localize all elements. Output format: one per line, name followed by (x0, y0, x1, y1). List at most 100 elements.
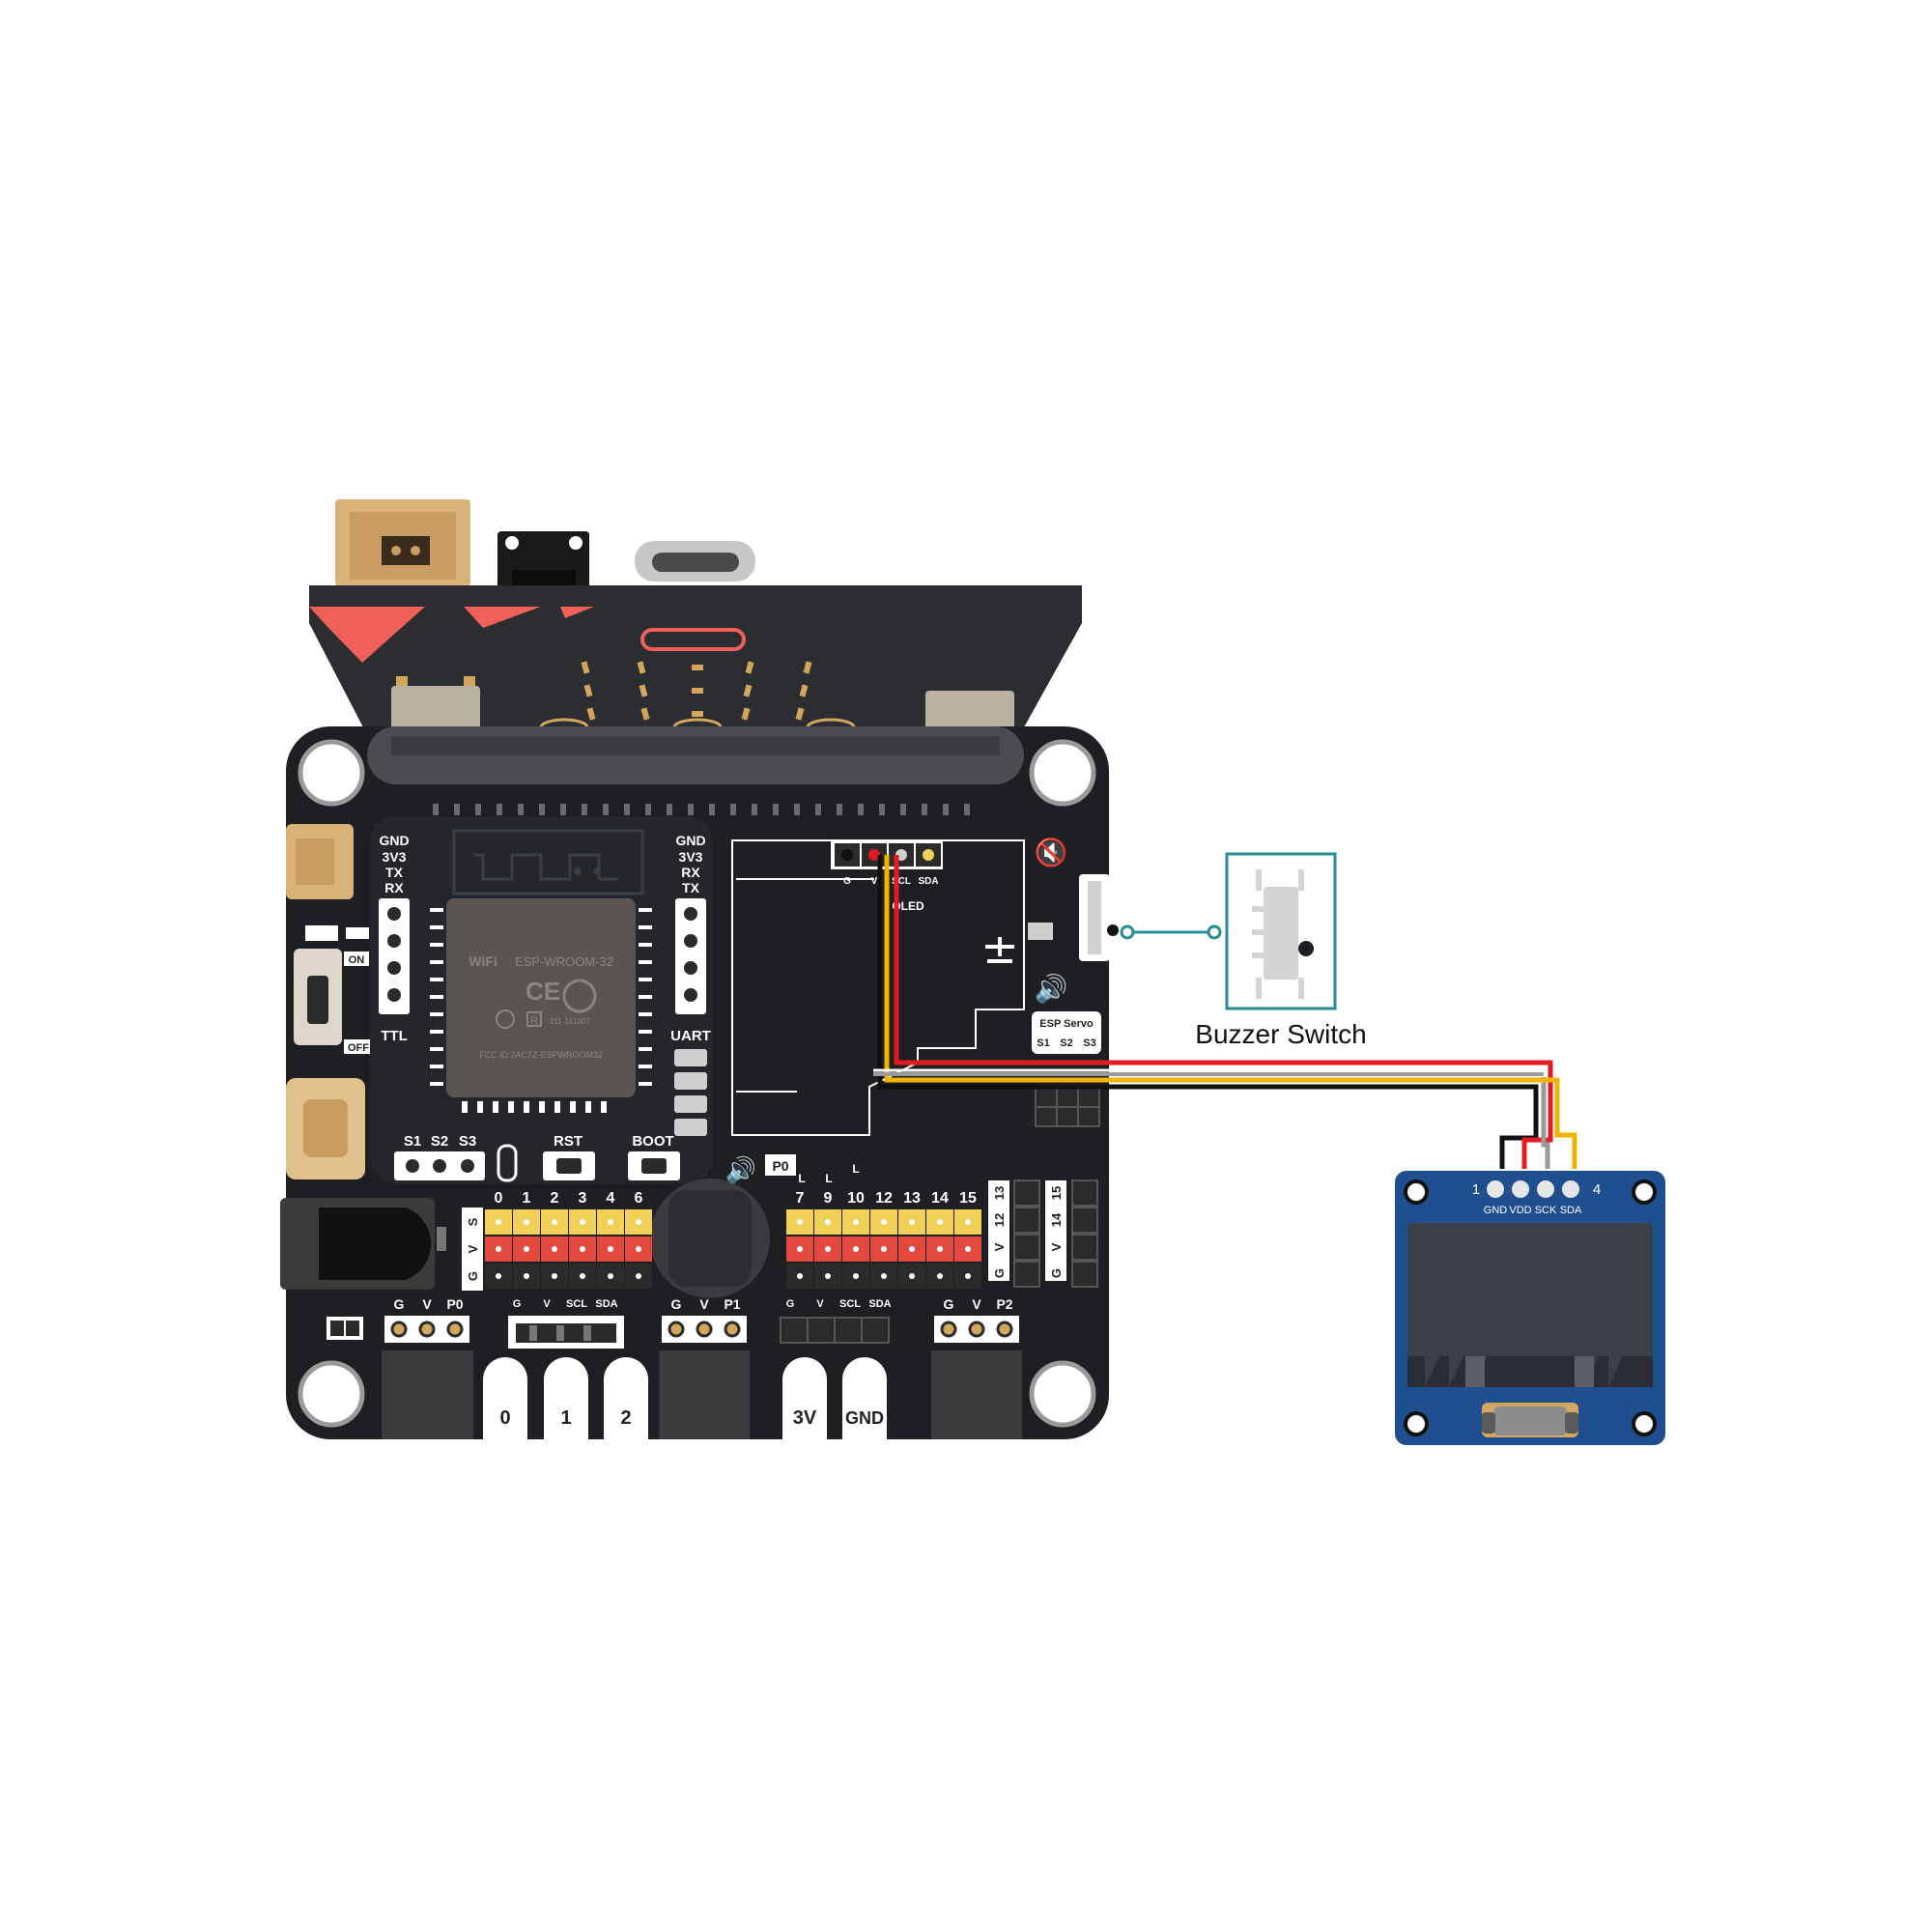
led-mark-2: L (825, 1172, 832, 1185)
wire-harness (873, 855, 1577, 1169)
module-sound-logo (562, 979, 597, 1013)
gpio-left-3: 3 (579, 1190, 587, 1207)
rst-label: RST (554, 1133, 582, 1150)
module-ce-mark: CE (526, 977, 560, 1006)
oled-pin-vdd: VDD (1509, 1205, 1531, 1216)
servo-label-s1: S1 (404, 1133, 421, 1150)
gpio-left-6: 6 (635, 1190, 643, 1207)
callout-switch-icon (1252, 869, 1314, 999)
edge-pad-1[interactable] (544, 1357, 588, 1439)
side-col-13: 13 (992, 1186, 1007, 1200)
small-switch-top[interactable] (305, 925, 338, 941)
gpio-right-9: 9 (824, 1190, 833, 1207)
extra-header-right (1035, 1087, 1100, 1127)
speaker-icon: 🔊 (1035, 972, 1068, 1005)
esp-wroom-32-module (446, 898, 636, 1097)
edge-label-3v: 3V (793, 1407, 817, 1429)
uart-header (675, 898, 706, 1014)
edge-label-1: 1 (560, 1407, 571, 1429)
mute-icon: 🔇 (1035, 837, 1068, 868)
edge-pads: 0 1 2 3V GND (483, 1357, 887, 1439)
microbit-top-connectors (335, 499, 755, 589)
port-i2c-a-g: G (513, 1298, 522, 1310)
module-r-code: 211-161007 (550, 1017, 591, 1026)
ttl-pin-tx: TX (385, 865, 404, 880)
port-i2c-b-scl: SCL (839, 1298, 861, 1310)
oled-module: 1 4 GND VDD SCK SDA (1395, 1171, 1665, 1445)
esp-servo-s2: S2 (1060, 1037, 1072, 1049)
gpio-right-7: 7 (796, 1190, 805, 1207)
ttl-pin-rx: RX (384, 880, 404, 895)
buzzer-switch-callout: Buzzer Switch (1120, 852, 1367, 1049)
port-p0-g: G (394, 1296, 405, 1312)
gvs-left-g: G (466, 1271, 480, 1281)
gpio-right-13: 13 (903, 1190, 921, 1207)
uart-pin-rx: RX (681, 865, 700, 880)
ttl-pin-gnd: GND (379, 833, 409, 848)
power-off-label: OFF (348, 1042, 369, 1054)
led-matrix (581, 661, 812, 721)
esp-servo-badge (1032, 1011, 1101, 1054)
i2c-top-pin-scl: SCL (892, 876, 911, 887)
oled-hole-bl (1404, 1411, 1429, 1436)
port-i2c-b: G V SCL SDA (780, 1298, 892, 1344)
port-p2-v: V (972, 1296, 981, 1312)
side-col-v-a: V (992, 1242, 1007, 1251)
gpio-right-15: 15 (959, 1190, 977, 1207)
module-wifi-label: WiFi (469, 953, 497, 969)
edge-pad-0[interactable] (483, 1357, 527, 1439)
oled-hole-br (1632, 1411, 1657, 1436)
port-p2-g: G (944, 1296, 954, 1312)
buzzer-p0-label: P0 (772, 1158, 788, 1174)
ttl-header (379, 898, 410, 1014)
edge-pad-3v[interactable] (782, 1357, 827, 1439)
ttl-label: TTL (381, 1028, 408, 1044)
i2c-top-pin-sda: SDA (918, 876, 938, 887)
port-p2: G V P2 (931, 1296, 1022, 1439)
oled-hole-tr (1632, 1179, 1657, 1205)
gpio-header-right: 7 9 10 12 13 14 15 (786, 1190, 981, 1289)
port-p1-g: G (671, 1296, 682, 1312)
edge-pad-gnd[interactable] (842, 1357, 887, 1439)
uart-label: UART (670, 1028, 711, 1044)
port-i2c-b-sda: SDA (868, 1298, 891, 1310)
gvs-left-v: V (466, 1244, 480, 1253)
esp-servo-s3: S3 (1083, 1037, 1095, 1049)
wire-black-gnd (877, 855, 1539, 1169)
side-col-14: 14 (1049, 1212, 1064, 1227)
edge-label-2: 2 (620, 1407, 631, 1429)
uart-pin-3v3: 3V3 (679, 849, 703, 865)
side-col-v-b: V (1049, 1242, 1064, 1251)
esp32-subboard: WiFi ESP-WROOM-32 CE R 211-161007 FCC ID… (370, 816, 713, 1183)
module-name: ESP-WROOM-32 (515, 954, 613, 969)
buzzer-p0-badge (765, 1154, 796, 1176)
side-col-12: 12 (992, 1213, 1007, 1227)
module-fcc-id: FCC ID:2AC7Z-ESPWROOM32 (479, 1050, 603, 1060)
side-col-15: 15 (1049, 1186, 1064, 1200)
edge-pad-2[interactable] (604, 1357, 648, 1439)
oled-hole-tl (1404, 1179, 1429, 1205)
port-p1-label: P1 (724, 1296, 740, 1312)
led-mark-1: L (798, 1172, 805, 1185)
wire-red-vdd (894, 855, 1553, 1169)
gpio-left-1: 1 (523, 1190, 531, 1207)
power-off-badge (344, 1039, 373, 1054)
edge-label-0: 0 (499, 1407, 510, 1429)
port-p0-v: V (422, 1296, 432, 1312)
gpio-left-0: 0 (495, 1190, 503, 1207)
expansion-board: ON OFF WiFi ESP-WROOM-32 CE R 211-161007… (280, 726, 1119, 1439)
gpio-right-10: 10 (847, 1190, 865, 1207)
microbit-logo (640, 628, 746, 651)
boot-label: BOOT (632, 1133, 673, 1150)
side-col-g-a: G (992, 1268, 1007, 1278)
oled-pin-sck: SCK (1535, 1205, 1557, 1216)
side-pin-columns: 13 12 V G 15 14 V G (988, 1179, 1098, 1288)
wire-gray-sck (1541, 1077, 1550, 1169)
side-col-g-b: G (1049, 1268, 1064, 1278)
port-i2c-b-v: V (816, 1298, 824, 1310)
ttl-pin-3v3: 3V3 (383, 849, 407, 865)
gpio-right-12: 12 (875, 1190, 893, 1207)
port-i2c-a: G V SCL SDA (508, 1298, 624, 1349)
servo-label-s2: S2 (431, 1133, 448, 1150)
module-r-badge (496, 1009, 515, 1029)
